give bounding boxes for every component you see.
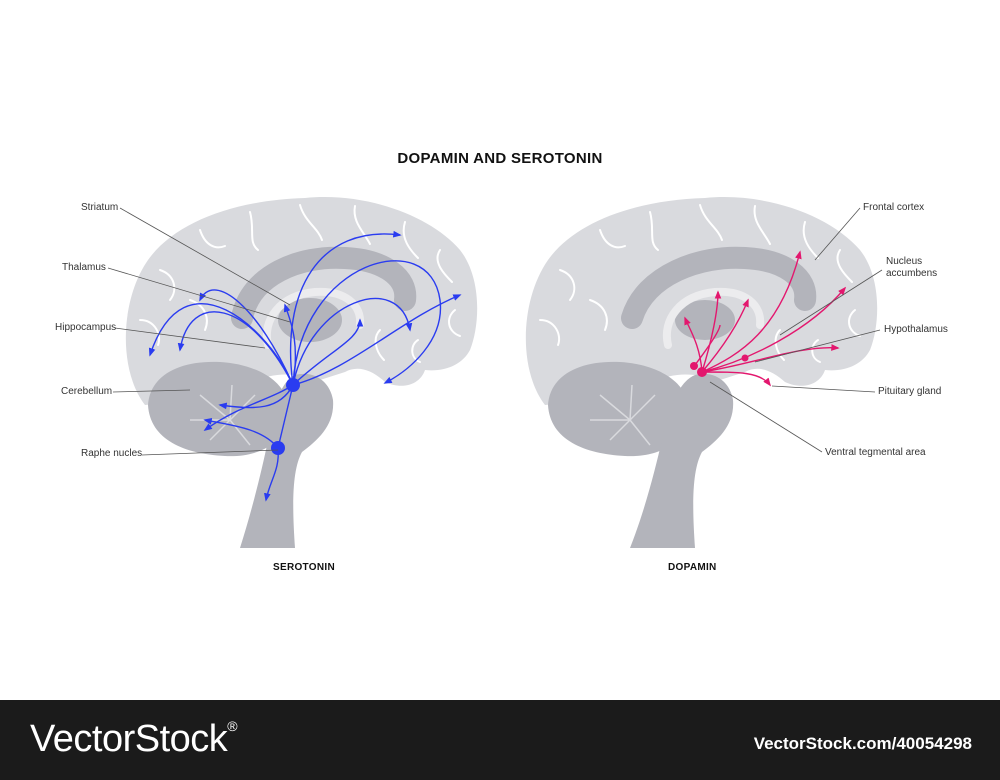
brand-text: VectorStock bbox=[30, 718, 228, 760]
serotonin-node-raphe bbox=[271, 441, 285, 455]
vta-node bbox=[697, 367, 707, 377]
label-accumbens: accumbens bbox=[886, 268, 938, 279]
label-frontal-cortex: Frontal cortex bbox=[863, 202, 925, 213]
serotonin-pathways bbox=[148, 230, 462, 502]
cerebellum-left bbox=[148, 361, 289, 457]
label-cerebellum: Cerebellum bbox=[61, 386, 113, 397]
dopamine-leaders bbox=[709, 207, 883, 453]
label-hippocampus: Hippocampus bbox=[55, 322, 117, 333]
sulci-right bbox=[539, 204, 861, 363]
label-hypothalamus: Hypothalamus bbox=[884, 324, 948, 335]
hippocampus-left bbox=[262, 287, 365, 349]
dopamine-brain bbox=[525, 197, 883, 548]
watermark-footer: VectorStock® VectorStock.com/40054298 bbox=[0, 700, 1000, 780]
diagram-title: DOPAMIN AND SEROTONIN bbox=[397, 150, 603, 167]
serotonin-brain bbox=[107, 197, 478, 548]
folia-right bbox=[590, 384, 656, 446]
cerebellum-right bbox=[548, 361, 689, 457]
label-nucleus: Nucleus bbox=[886, 256, 923, 267]
label-striatum: Striatum bbox=[81, 202, 119, 213]
label-ventral-tegmental-area: Ventral tegmental area bbox=[825, 447, 926, 458]
accumbens-node bbox=[741, 354, 749, 362]
caption-serotonin: SEROTONIN bbox=[273, 562, 335, 573]
image-id[interactable]: VectorStock.com/40054298 bbox=[753, 734, 972, 753]
label-raphe-nuclei: Raphe nucles bbox=[81, 448, 143, 459]
brainstem-left bbox=[240, 373, 334, 548]
diagram-canvas: DOPAMIN AND SEROTONIN bbox=[55, 150, 948, 573]
serotonin-leaders bbox=[107, 207, 291, 456]
dopamine-pathways bbox=[684, 250, 847, 387]
caption-dopamine: DOPAMIN bbox=[668, 562, 717, 573]
vta-node-2 bbox=[690, 362, 698, 370]
sulci-left bbox=[139, 204, 461, 363]
brains-illustration bbox=[107, 197, 883, 548]
corpus-callosum-right bbox=[621, 246, 817, 329]
registered-mark: ® bbox=[227, 718, 238, 734]
label-thalamus: Thalamus bbox=[62, 262, 106, 273]
label-pituitary-gland: Pituitary gland bbox=[878, 386, 942, 397]
serotonin-node-upper bbox=[286, 378, 300, 392]
brand-logo: VectorStock® bbox=[30, 718, 238, 761]
brainstem-right bbox=[630, 373, 734, 548]
corpus-callosum-left bbox=[231, 246, 417, 329]
